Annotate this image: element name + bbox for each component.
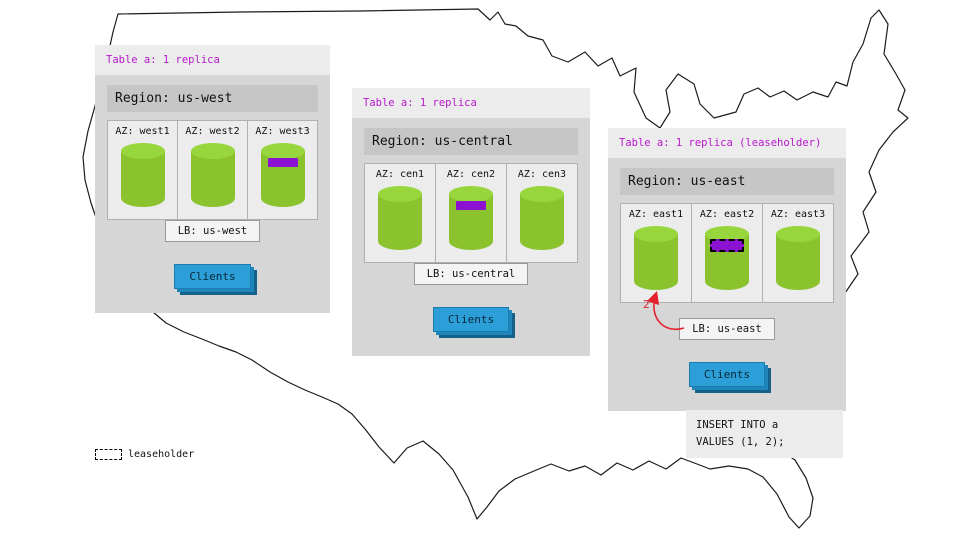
cylinder-top [378, 186, 422, 202]
legend-label: leaseholder [128, 449, 195, 460]
database-cylinder [378, 186, 422, 250]
region-panel-body: Region: us-central AZ: cen1 AZ: cen2 [352, 118, 590, 356]
cylinder-top [776, 226, 820, 242]
az-label: AZ: cen3 [517, 169, 567, 180]
clients-box: Clients [688, 362, 766, 387]
leaseholder-replica-chip [710, 239, 744, 252]
database-cylinder [190, 143, 235, 207]
az-box-east3: AZ: east3 [763, 203, 834, 303]
database-cylinder [776, 226, 820, 290]
az-box-east2: AZ: east2 [692, 203, 763, 303]
az-label: AZ: east1 [628, 209, 684, 220]
clients-box: Clients [174, 264, 251, 289]
step-number-label: 2 [643, 298, 650, 311]
lb-row: LB: us-central [364, 262, 578, 285]
lb-row: LB: us-west [107, 219, 318, 242]
region-panel-body: Region: us-east AZ: east1 AZ: east2 [608, 158, 846, 411]
table-replica-label: Table a: 1 replica (leaseholder) [608, 128, 846, 158]
az-box-west1: AZ: west1 [107, 120, 178, 220]
region-panel-us-west: Table a: 1 replica Region: us-west AZ: w… [95, 45, 330, 313]
az-label: AZ: cen1 [375, 169, 425, 180]
database-cylinder [520, 186, 564, 250]
az-label: AZ: east2 [699, 209, 755, 220]
az-box-west2: AZ: west2 [178, 120, 248, 220]
region-title: Region: us-east [620, 168, 834, 195]
az-row: AZ: west1 AZ: west2 AZ [107, 120, 318, 220]
az-box-east1: AZ: east1 [620, 203, 692, 303]
cylinder-body [776, 234, 820, 290]
replica-chip [267, 158, 298, 167]
database-cylinder [120, 143, 165, 207]
az-row: AZ: cen1 AZ: cen2 AZ: [364, 163, 578, 263]
load-balancer: LB: us-central [413, 263, 529, 285]
lb-row: LB: us-east [620, 317, 834, 340]
az-label: AZ: west2 [185, 126, 240, 137]
cylinder-top [520, 186, 564, 202]
az-label: AZ: west1 [115, 126, 170, 137]
table-replica-label: Table a: 1 replica [352, 88, 590, 118]
cylinder-top [120, 143, 165, 159]
az-box-cen1: AZ: cen1 [364, 163, 436, 263]
database-cylinder [705, 226, 749, 290]
cylinder-top [190, 143, 235, 159]
region-title: Region: us-west [107, 85, 318, 112]
clients-row: Clients [620, 362, 834, 387]
region-panel-us-east: Table a: 1 replica (leaseholder) Region:… [608, 128, 846, 411]
clients-row: Clients [107, 264, 318, 289]
sql-line-2: VALUES (1, 2); [696, 435, 785, 448]
sql-insert-note: INSERT INTO a VALUES (1, 2); [686, 410, 843, 458]
az-box-cen3: AZ: cen3 [507, 163, 578, 263]
cylinder-body [378, 194, 422, 250]
load-balancer: LB: us-west [164, 220, 261, 242]
sql-line-1: INSERT INTO a [696, 419, 779, 431]
az-label: AZ: west3 [255, 126, 310, 137]
clients-box: Clients [432, 307, 510, 332]
leaseholder-swatch-icon [95, 449, 122, 460]
clients-row: Clients [364, 307, 578, 332]
database-cylinder [449, 186, 493, 250]
region-panel-body: Region: us-west AZ: west1 AZ: west2 [95, 75, 330, 313]
az-label: AZ: east3 [770, 209, 826, 220]
cylinder-top [705, 226, 749, 242]
az-row: AZ: east1 AZ: east2 AZ [620, 203, 834, 303]
cylinder-top [260, 143, 305, 159]
database-cylinder [634, 226, 678, 290]
table-replica-label: Table a: 1 replica [95, 45, 330, 75]
load-balancer: LB: us-east [679, 318, 775, 340]
az-box-west3: AZ: west3 [248, 120, 318, 220]
cylinder-body [120, 151, 165, 207]
region-panel-us-central: Table a: 1 replica Region: us-central AZ… [352, 88, 590, 356]
region-title: Region: us-central [364, 128, 578, 155]
cylinder-top [449, 186, 493, 202]
az-label: AZ: cen2 [446, 169, 496, 180]
cylinder-top [634, 226, 678, 242]
cylinder-body [634, 234, 678, 290]
legend: leaseholder [95, 449, 194, 460]
replica-chip [456, 201, 486, 210]
cylinder-body [190, 151, 235, 207]
az-box-cen2: AZ: cen2 [436, 163, 507, 263]
database-cylinder [260, 143, 305, 207]
cylinder-body [520, 194, 564, 250]
